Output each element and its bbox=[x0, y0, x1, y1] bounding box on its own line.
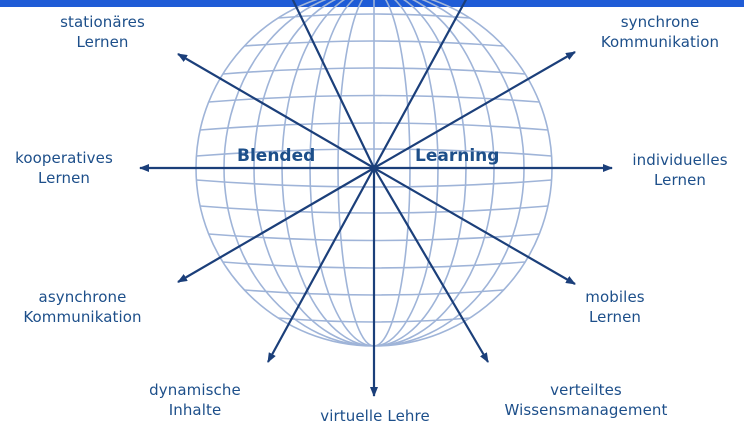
label-virtuelle-lehre: virtuelle Lehre bbox=[300, 406, 450, 426]
label-line: individuelles bbox=[632, 151, 728, 169]
globe-parallel bbox=[200, 122, 548, 131]
label-kooperatives-lernen: kooperatives Lernen bbox=[8, 148, 120, 188]
label-verteiltes-wissensmanagement: verteiltes Wissensmanagement bbox=[488, 380, 684, 420]
label-mobiles-lernen: mobiles Lernen bbox=[570, 287, 660, 327]
top-accent-bar bbox=[0, 0, 744, 7]
label-line: synchrone bbox=[620, 13, 700, 31]
arrow-mobiles bbox=[373, 167, 576, 285]
label-line: Kommunikation bbox=[23, 308, 142, 326]
arrow-top-left bbox=[291, 0, 375, 169]
label-line: asynchrone bbox=[38, 288, 127, 306]
arrow-synchrone bbox=[373, 51, 576, 169]
label-line: Lernen bbox=[76, 33, 129, 51]
arrow-asynchrone bbox=[177, 167, 375, 283]
label-line: Lernen bbox=[37, 169, 91, 187]
label-line: Lernen bbox=[588, 308, 642, 326]
blended-word: Blended bbox=[237, 146, 316, 166]
label-dynamische-inhalte: dynamische Inhalte bbox=[140, 380, 250, 420]
globe-parallel bbox=[208, 94, 540, 103]
label-line: verteiltes bbox=[550, 381, 622, 399]
label-line: dynamische bbox=[149, 381, 241, 399]
label-line: kooperatives bbox=[15, 149, 113, 167]
label-line: Inhalte bbox=[168, 401, 222, 419]
arrow-stationaeres bbox=[177, 53, 375, 169]
label-individuelles-lernen: individuelles Lernen bbox=[618, 150, 742, 190]
label-line: Kommunikation bbox=[600, 33, 720, 51]
label-line: mobiles bbox=[585, 288, 645, 306]
globe-parallel bbox=[244, 40, 504, 47]
label-synchrone-kommunikation: synchrone Kommunikation bbox=[590, 12, 730, 52]
label-asynchrone-kommunikation: asynchrone Kommunikation bbox=[10, 287, 155, 327]
center-hub bbox=[371, 165, 377, 171]
arrow-dynamische bbox=[267, 167, 375, 363]
globe-parallel bbox=[196, 148, 552, 157]
label-line: stationäres bbox=[60, 13, 145, 31]
label-stationaeres-lernen: stationäres Lernen bbox=[40, 12, 165, 52]
label-line: Wissensmanagement bbox=[504, 401, 668, 419]
globe-parallel bbox=[222, 67, 526, 75]
arrow-verteiltes bbox=[373, 167, 489, 363]
arrow-group bbox=[139, 0, 613, 397]
learning-word: Learning bbox=[415, 146, 500, 166]
label-line: Lernen bbox=[653, 171, 707, 189]
label-line: virtuelle Lehre bbox=[320, 407, 430, 425]
arrow-top-right bbox=[373, 0, 468, 169]
